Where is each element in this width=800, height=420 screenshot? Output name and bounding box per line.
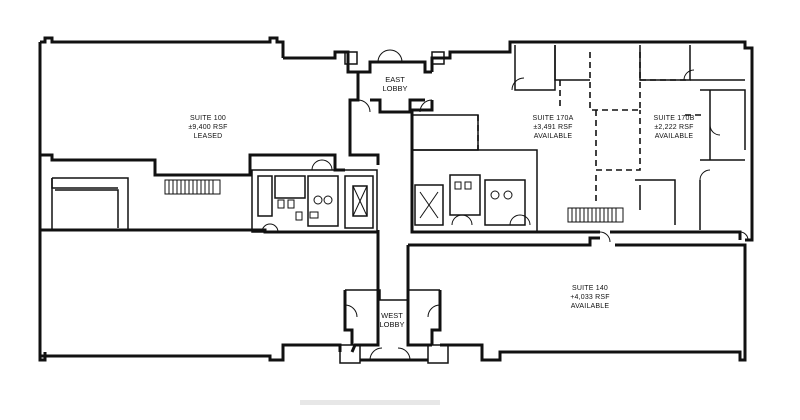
suite-100-label: SUITE 100 ±9,400 RSF LEASED (188, 115, 227, 140)
east-lobby-line1: EAST (385, 75, 405, 84)
suite-140-label: SUITE 140 +4,033 RSF AVAILABLE (570, 285, 610, 310)
west-lobby-line2: LOBBY (379, 320, 404, 329)
right-wing-walls (406, 40, 754, 362)
suite-170a-status: AVAILABLE (534, 133, 573, 140)
left-core (251, 159, 378, 233)
right-stair (567, 207, 624, 223)
west-lobby-walls (339, 289, 449, 364)
suite-170a-label: SUITE 170A ±3,491 RSF AVAILABLE (533, 115, 574, 140)
suite-100-status: LEASED (194, 133, 223, 140)
left-stair (164, 179, 221, 195)
suite-140-area: +4,033 RSF (570, 294, 610, 301)
east-lobby-line2: LOBBY (382, 84, 407, 93)
suite-170b-label: SUITE 170B ±2,222 RSF AVAILABLE (654, 115, 695, 140)
suite-170a-area: ±3,491 RSF (533, 124, 572, 131)
suite-170b-status: AVAILABLE (655, 133, 694, 140)
footer-band (300, 400, 440, 405)
suite-170b-name: SUITE 170B (654, 115, 695, 122)
suite-100-area: ±9,400 RSF (188, 124, 227, 131)
suite-170b-area: ±2,222 RSF (654, 124, 693, 131)
left-wing-walls (38, 36, 380, 362)
west-lobby-line1: WEST (381, 311, 403, 320)
east-lobby-label: EAST LOBBY (382, 75, 407, 93)
right-doors (511, 69, 749, 243)
right-core (411, 149, 538, 233)
west-lobby-label: WEST LOBBY (379, 311, 404, 329)
demising-dashed (477, 52, 705, 205)
suite-100-name: SUITE 100 (190, 115, 226, 122)
suite-170a-name: SUITE 170A (533, 115, 574, 122)
suite-140-name: SUITE 140 (572, 285, 608, 292)
suite-140-status: AVAILABLE (571, 303, 610, 310)
